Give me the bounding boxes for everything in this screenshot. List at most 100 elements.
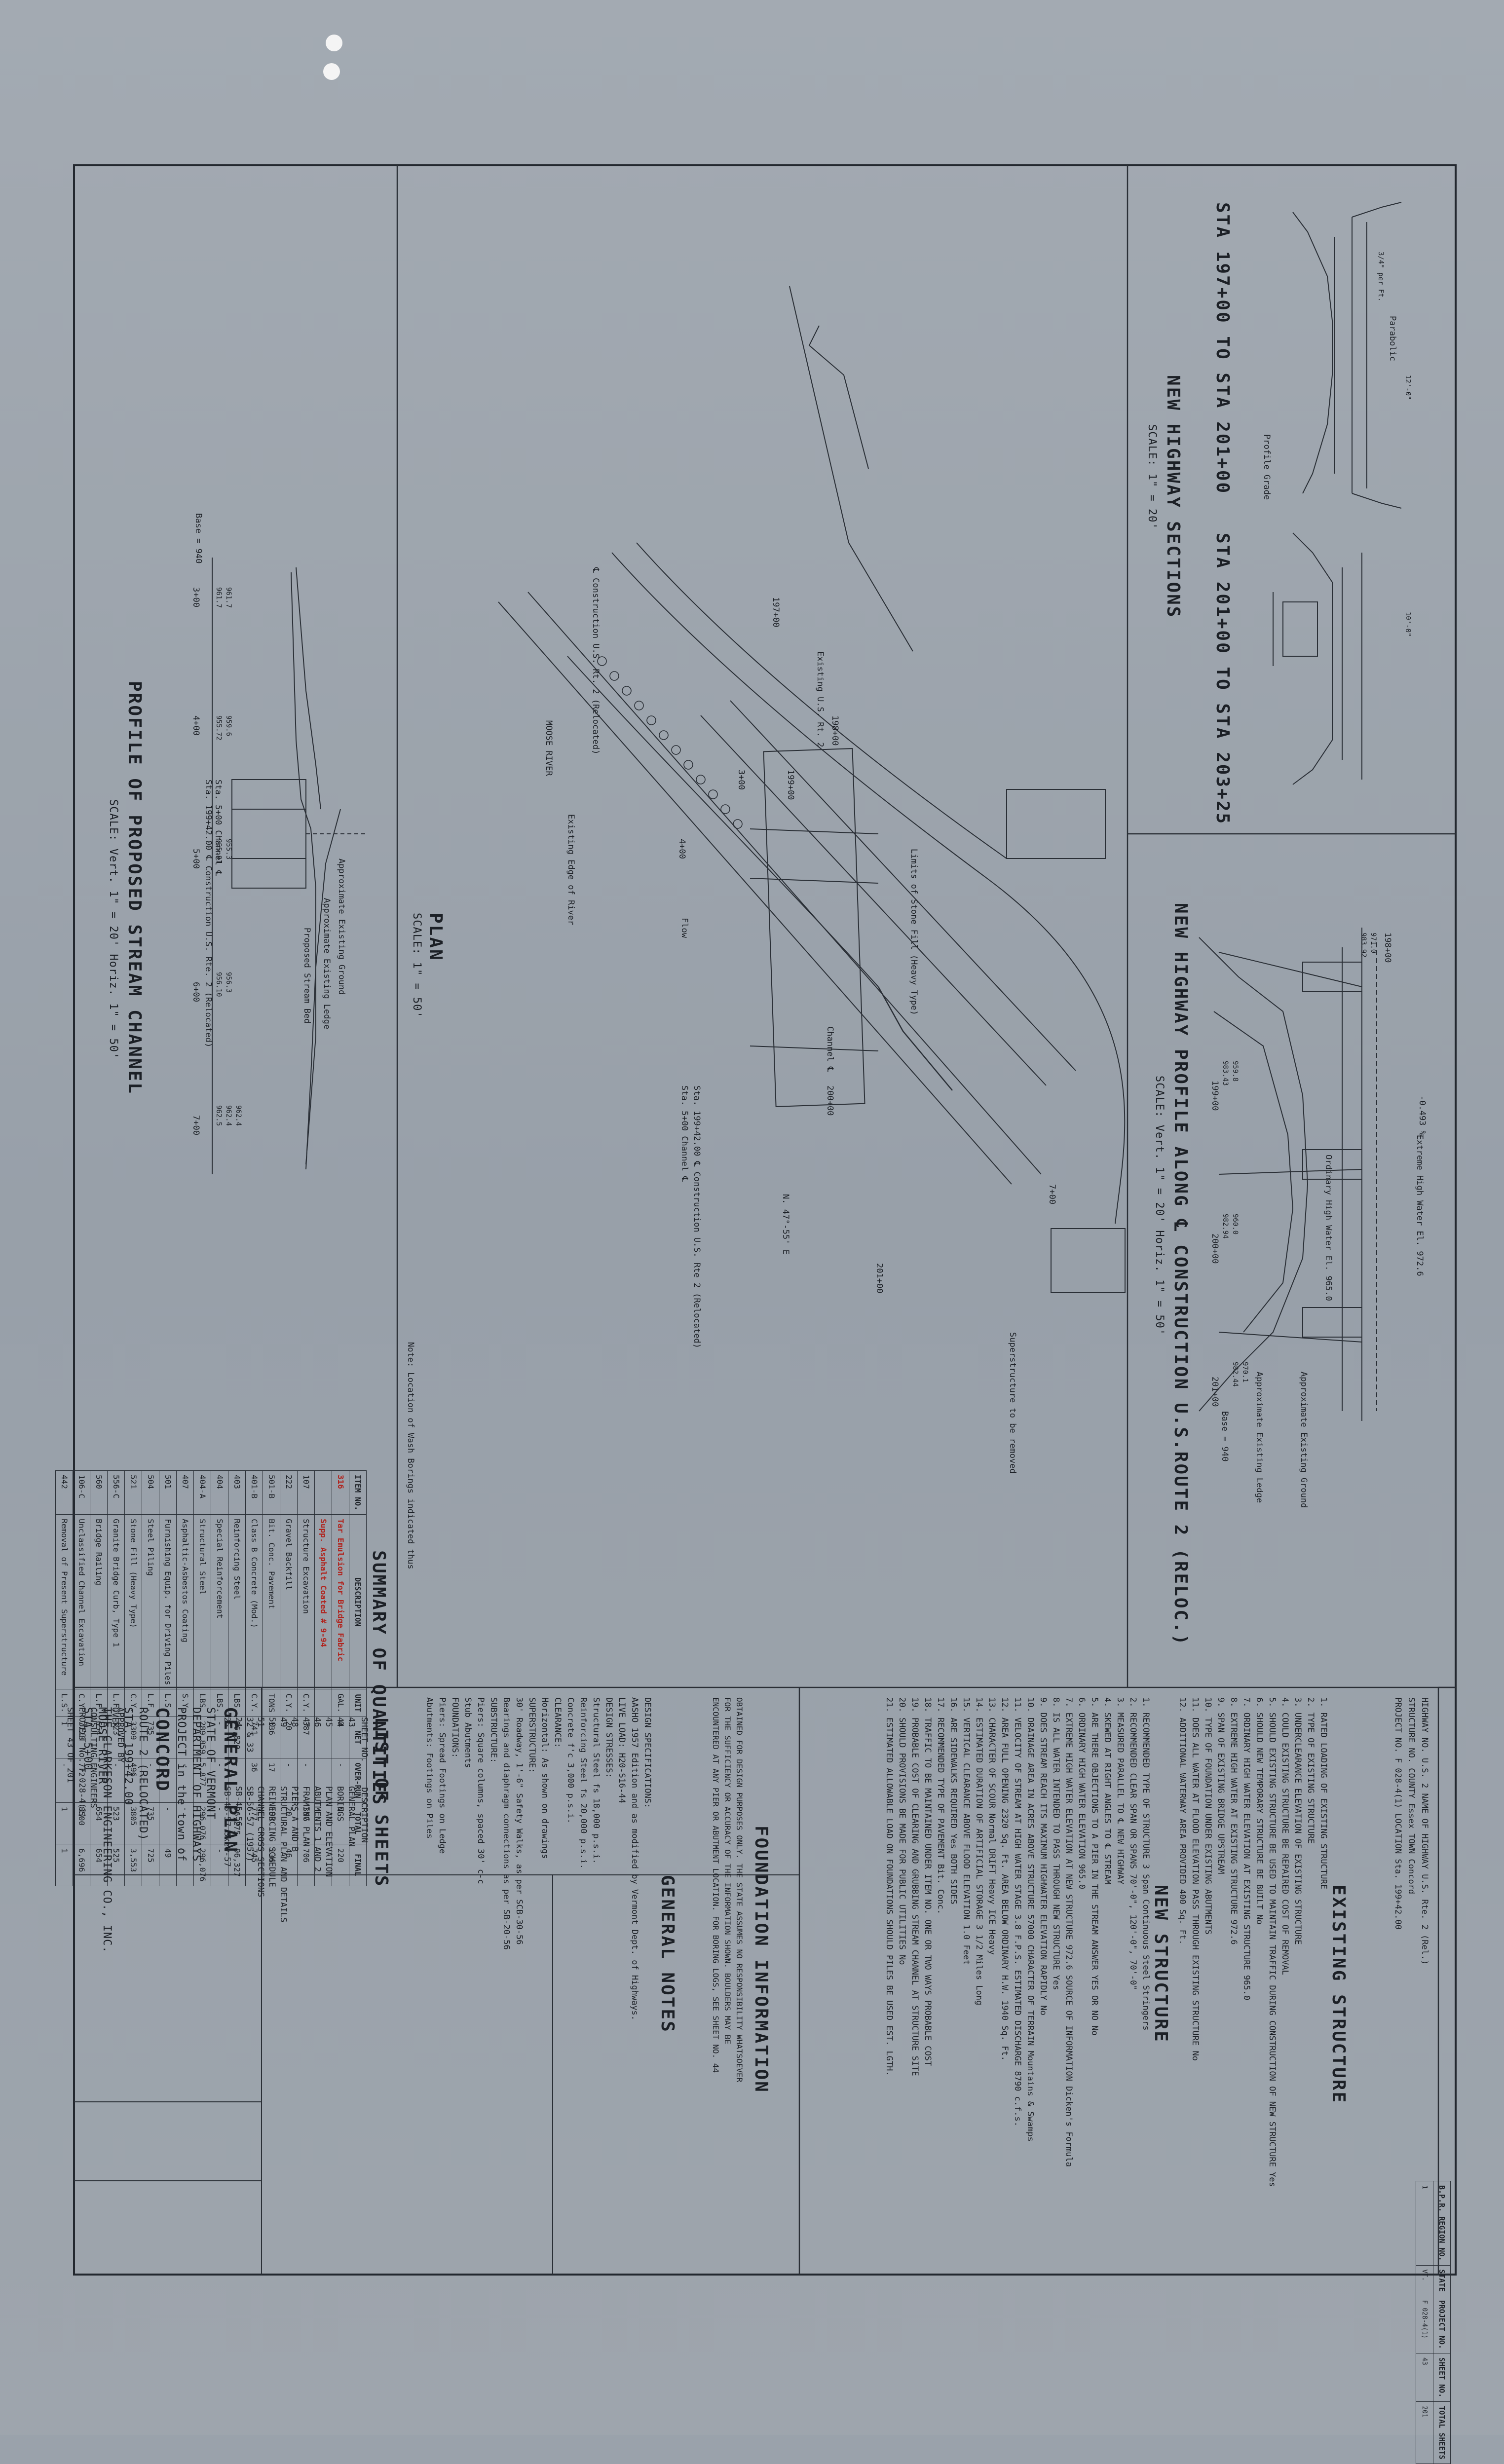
existing-item: 4. COULD EXISTING STRUCTURE BE REPAIRED … (1280, 1697, 1290, 1975)
quantities-cell: TONS (263, 1689, 280, 1717)
sections-scale: SCALE: 1" = 20' (1146, 424, 1158, 530)
plan-label-sta-construction: Sta. 199+42.00 ℄ Construction U.S. Rte 2… (692, 1085, 702, 1348)
plan-label-bearing: N. 47°-55' E (781, 1194, 790, 1255)
title-dept: DEPARTMENT OF HIGHWAYS (189, 1707, 202, 1862)
profile-label-extreme-high-water: Extreme High Water El. 972.6 (1415, 1135, 1425, 1276)
profile-label-ordinary-high-water: Ordinary High Water El. 965.0 (1323, 1155, 1333, 1301)
quantities-cell: GAL. (332, 1689, 349, 1717)
corner-stamp: B.P.R. REGION NO. STATE PROJECT NO. SHEE… (1416, 2181, 1451, 2464)
new-item: 8. IS ALL WATER INTENDED TO PASS THROUGH… (1051, 1697, 1061, 1990)
list-item: 48PIERS A AND B (289, 1717, 300, 1922)
list-of-sheets: LIST OF SHEETS SHEET NO. DESCRIPTION 43G… (221, 1717, 391, 1922)
sheet-number: 24 (233, 1717, 243, 1727)
quantities-cell: 521 (124, 1470, 142, 1515)
sheet-number: 44 (335, 1717, 345, 1727)
existing-item: 9. SPAN OF EXISTING BRIDGE UPSTREAM (1216, 1697, 1226, 1874)
new-item: 19. PROBABLE COST OF CLEARING AND GRUBBI… (910, 1697, 920, 2076)
title-approved: APPROVED BY (115, 1707, 125, 1763)
section-label-width-1: 12'-0" (1404, 375, 1412, 400)
sta-range-1: STA 197+00 TO STA 201+00 (1212, 202, 1233, 495)
existing-item: 6. SHOULD NEW TEMPORARY STRUCTURE BE BUI… (1254, 1697, 1264, 1925)
quantities-cell: Stone Fill (Heavy Type) (124, 1514, 142, 1689)
quantities-cell: 401-B (245, 1470, 263, 1515)
list-item: 46ABUTMENTS 1 AND 2 (311, 1717, 323, 1922)
firm-block: APPROVED BY THE CLARKESON ENGINEERING CO… (64, 1707, 126, 1953)
quantities-cell: 404-A (193, 1470, 211, 1515)
sheet-description: PLAN AND ELEVATION (324, 1786, 334, 1877)
general-note-line: CLEARANCE: (553, 1697, 563, 1748)
sheet-number: 51 (256, 1717, 266, 1727)
foundation-title: FOUNDATION INFORMATION (751, 1826, 771, 2093)
plan-label-moose-river: MOOSE RIVER (544, 720, 554, 776)
quantities-cell: Reinforcing Steel (228, 1514, 246, 1689)
channel-station: 7+00 (191, 1115, 201, 1135)
profile-elev: 983.43 (1221, 1061, 1229, 1086)
new-item: 18. TRAFFIC TO BE MAINTAINED UNDER ITEM … (923, 1697, 933, 2066)
channel-scale: SCALE: Vert. 1" = 20' Horiz. 1" = 50' (107, 799, 119, 1060)
new-item: 4. SKEWED AT RIGHT ANGLES TO ℄ STREAM (1102, 1697, 1112, 1885)
channel-title: PROFILE OF PROPOSED STREAM CHANNEL (124, 681, 145, 1095)
general-note-line: Bearings and diaphragm connections as pe… (501, 1697, 511, 1950)
general-note-line: DESIGN SPECIFICATIONS: (642, 1697, 652, 1809)
title-town: CONCORD (152, 1707, 173, 1792)
profile-elev: 960.0 (1231, 1214, 1239, 1235)
general-note-line: 30' Roadway, 1'-6" Safety Walks, as per … (514, 1697, 524, 1945)
general-note-line: Stub Abutments (463, 1697, 473, 1768)
channel-elev: 962.5 (215, 1105, 223, 1126)
corner-header: B.P.R. REGION NO. (1433, 2181, 1451, 2266)
channel-profile-drawing (212, 558, 365, 1174)
channel-label-stream-bed: Proposed Stream Bed (302, 928, 312, 1024)
quantities-cell: Supp. Asphalt Coated # 9-94 (314, 1514, 332, 1689)
quantities-cell: Unclassified Channel Excavation (73, 1514, 90, 1689)
new-item: 11. VELOCITY OF STREAM AT HIGH WATER STA… (1013, 1697, 1022, 2127)
plan-label-flow: Flow (679, 918, 689, 938)
sheet-number: 50 (267, 1717, 277, 1727)
plan-label-edge-of-river: Existing Edge of River (566, 814, 576, 926)
corner-value: 1 (1416, 2181, 1433, 2266)
existing-item: 5. SHOULD EXISTING STRUCTURE BE USED TO … (1267, 1697, 1277, 2187)
plan-station: 4+00 (677, 839, 687, 859)
profile-label-base: Base = 940 (1220, 1411, 1230, 1462)
existing-item: 10. TYPE OF FOUNDATION UNDER EXISTING AB… (1203, 1697, 1213, 1935)
corner-value: F 028-4(1) (1416, 2296, 1433, 2353)
sheet-description: REINFORCING SCHEDULE (267, 1786, 277, 1887)
general-note-line: AASHO 1957 Edition and as modified by Ve… (630, 1697, 639, 2021)
quantities-cell: C.Y. (297, 1689, 315, 1717)
binder-hole (326, 35, 342, 51)
plan-station: 197+00 (771, 597, 781, 628)
sheet-number: 45 (324, 1717, 334, 1727)
quantities-cell (314, 1470, 332, 1515)
plan-label-superstructure: Superstructure to be removed (1008, 1332, 1017, 1474)
profile-station: 199+00 (1210, 1081, 1220, 1111)
quantities-cell: 442 (55, 1470, 73, 1515)
quantities-cell: Bit. Conc. Pavement (263, 1514, 280, 1689)
sta-range-2: STA 201+00 TO STA 203+25 (1212, 533, 1233, 825)
quantities-cell: Removal of Present Superstructure (55, 1514, 73, 1689)
plan-label-sta-channel: Sta. 5+00 Channel ℄ (679, 1085, 689, 1182)
new-item: 5. ARE THERE OBJECTIONS TO A PIER IN THE… (1090, 1697, 1099, 2036)
quantities-cell: 106-C (73, 1470, 90, 1515)
plan-station: 198+00 (830, 715, 840, 746)
title-firm-sub: CONSULTING ENGINEERS (88, 1707, 99, 1808)
profile-elev: 959.8 (1231, 1061, 1239, 1082)
quantities-cell: 560 (90, 1470, 108, 1515)
list-item: 44BORINGS (334, 1717, 345, 1922)
existing-title: EXISTING STRUCTURE (1328, 1885, 1349, 2104)
channel-label-base: Base = 940 (193, 513, 203, 564)
quantities-header: ITEM NO. (349, 1470, 367, 1515)
highway-sections-drawing (1273, 202, 1402, 785)
title-sheet: SHEET 43 OF 201 (65, 1707, 75, 1783)
plan-label-stone-fill: Limits of Stone Fill (Heavy Type) (909, 849, 919, 1015)
general-notes-title: GENERAL NOTES (657, 1875, 677, 2033)
channel-label-sta-construction: Sta. 199+42.00 ℄ Construction U.S. Rte. … (203, 780, 213, 1048)
binder-hole (323, 63, 340, 80)
sheet-description: ABUTMENTS 1 AND 2 (312, 1786, 323, 1872)
quantities-cell: Class B Concrete (Mod.) (245, 1514, 263, 1689)
general-note-line: FOUNDATIONS: (450, 1697, 460, 1758)
sheet-number: 46 (312, 1717, 323, 1727)
corner-header: SHEET NO. (1433, 2353, 1451, 2402)
profile-elev: 982.44 (1231, 1362, 1239, 1387)
list-item: 47FRAMING PLAN (300, 1717, 311, 1922)
new-item: 6. ORDINARY HIGH WATER ELEVATION 965.0 (1077, 1697, 1087, 1889)
